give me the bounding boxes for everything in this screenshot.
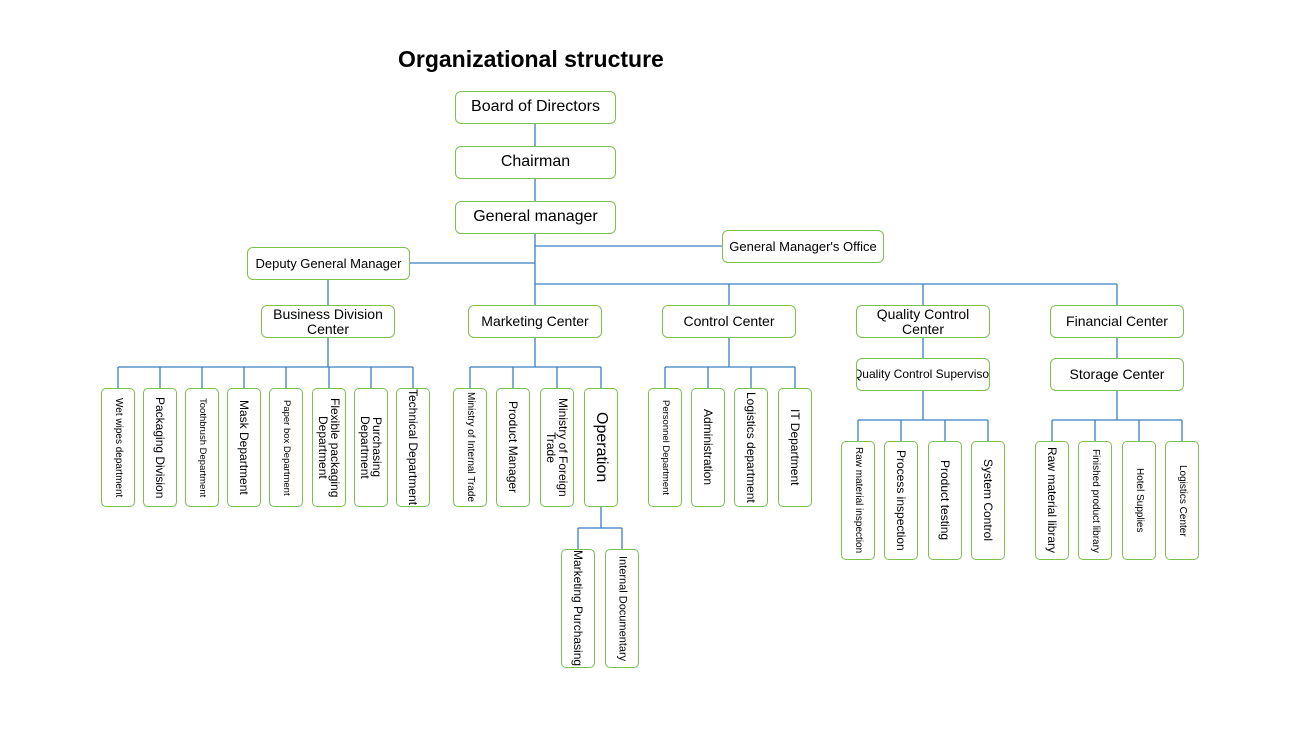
label-system-control: System Control: [981, 459, 995, 542]
label-raw-material-library: Raw material library: [1045, 447, 1059, 554]
node-ministry-of-internal-trade: Ministry of Internal Trade: [453, 388, 487, 507]
label-packaging-division: Packaging Division: [153, 396, 167, 499]
node-quality-control-supervisor: Quality Control Supervisor: [856, 358, 990, 391]
label-raw-material-inspection: Raw material inspection: [853, 447, 864, 554]
node-financial-center: Financial Center: [1050, 305, 1184, 338]
label-logistics-department: Logistics department: [744, 392, 758, 503]
label-finished-product-library: Finished product library: [1090, 448, 1101, 553]
label-technical-department: Technical Department: [406, 389, 420, 506]
node-technical-department: Technical Department: [396, 388, 430, 507]
label-paper-box-department: Paper box Department: [280, 399, 292, 496]
node-purchasing-department: Purchasing Department: [354, 388, 388, 507]
node-mask-department: Mask Department: [227, 388, 261, 507]
label-process-inspection: Process inspection: [894, 450, 908, 551]
node-storage-center: Storage Center: [1050, 358, 1184, 391]
label-personnel-department: Personnel Department: [659, 399, 671, 496]
node-quality-control-center: Quality Control Center: [856, 305, 990, 338]
node-product-testing: Product testing: [928, 441, 962, 560]
label-logistics-center: Logistics Center: [1177, 464, 1188, 537]
node-hotel-supplies: Hotel Supplies: [1122, 441, 1156, 560]
node-logistics-department: Logistics department: [734, 388, 768, 507]
node-finished-product-library: Finished product library: [1078, 441, 1112, 560]
label-it-department: IT Department: [788, 409, 802, 486]
page-title: Organizational structure: [398, 46, 664, 72]
node-paper-box-department: Paper box Department: [269, 388, 303, 507]
node-logistics-center: Logistics Center: [1165, 441, 1199, 560]
node-general-manager: General manager: [455, 201, 616, 234]
node-deputy-general-manager: Deputy General Manager: [247, 247, 410, 280]
node-it-department: IT Department: [778, 388, 812, 507]
node-marketing-purchasing: Marketing Purchasing: [561, 549, 595, 668]
node-process-inspection: Process inspection: [884, 441, 918, 560]
node-personnel-department: Personnel Department: [648, 388, 682, 507]
label-mask-department: Mask Department: [237, 400, 251, 495]
node-toothbrush-department: Toothbrush Department: [185, 388, 219, 507]
node-wet-wipes-department: Wet wipes department: [101, 388, 135, 507]
node-ministry-of-foreign-trade: Ministry of Foreign Trade: [540, 388, 574, 507]
node-chairman: Chairman: [455, 146, 616, 179]
label-purchasing-department: Purchasing Department: [358, 416, 384, 479]
label-operation: Operation: [593, 412, 610, 483]
node-board-of-directors: Board of Directors: [455, 91, 616, 124]
node-raw-material-inspection: Raw material inspection: [841, 441, 875, 560]
node-system-control: System Control: [971, 441, 1005, 560]
node-flexible-packaging-department: Flexible packaging Department: [312, 388, 346, 507]
label-hotel-supplies: Hotel Supplies: [1134, 468, 1145, 533]
label-product-testing: Product testing: [938, 460, 952, 541]
node-administration: Administration: [691, 388, 725, 507]
node-control-center: Control Center: [662, 305, 796, 338]
label-toothbrush-department: Toothbrush Department: [196, 397, 208, 498]
label-flexible-packaging-department: Flexible packaging Department: [316, 397, 342, 498]
node-general-managers-office: General Manager's Office: [722, 230, 884, 263]
label-wet-wipes-department: Wet wipes department: [113, 397, 124, 498]
node-packaging-division: Packaging Division: [143, 388, 177, 507]
label-ministry-of-internal-trade: Ministry of Internal Trade: [465, 392, 476, 503]
node-raw-material-library: Raw material library: [1035, 441, 1069, 560]
label-internal-documentary: Internal Documentary: [616, 555, 629, 662]
label-administration: Administration: [701, 409, 715, 486]
node-marketing-center: Marketing Center: [468, 305, 602, 338]
connector-lines: [117, 124, 1183, 549]
node-business-division-center: Business Division Center: [261, 305, 395, 338]
label-ministry-of-foreign-trade: Ministry of Foreign Trade: [544, 398, 570, 497]
label-product-manager: Product Manager: [506, 401, 520, 494]
node-operation: Operation: [584, 388, 618, 507]
node-product-manager: Product Manager: [496, 388, 530, 507]
label-marketing-purchasing: Marketing Purchasing: [571, 550, 585, 667]
node-internal-documentary: Internal Documentary: [605, 549, 639, 668]
